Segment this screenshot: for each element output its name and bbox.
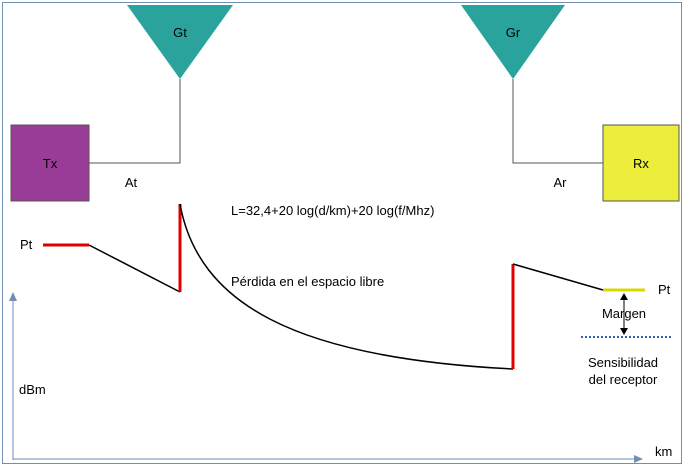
y-axis-arrow: [9, 292, 17, 301]
x-axis-arrow: [634, 455, 643, 463]
free-space-loss-curve: [179, 203, 514, 370]
rx-antenna-label: Gr: [506, 25, 521, 40]
rx-antenna: [461, 5, 565, 79]
margin-arrow-head-down: [620, 328, 628, 335]
link-budget-diagram: Tx Gt At Rx Gr Ar L=32,4+20 log(d/km)+20…: [9, 5, 680, 463]
tx-box: [10, 124, 90, 202]
sensitivity-label-line-1: Sensibilidad: [588, 355, 658, 370]
sensitivity-label-line-2: del receptor: [589, 372, 658, 387]
rx-box-label: Rx: [633, 156, 649, 171]
rx-power-label: Pt: [658, 282, 671, 297]
rx-line-loss-slope: [512, 263, 604, 291]
tx-antenna-label: Gt: [173, 25, 187, 40]
free-space-formula: L=32,4+20 log(d/km)+20 log(f/Mhz): [231, 203, 434, 218]
x-axis-label: km: [655, 444, 672, 459]
free-space-loss-label: Pérdida en el espacio libre: [231, 274, 384, 289]
tx-antenna: [127, 5, 233, 79]
tx-box-label: Tx: [43, 156, 58, 171]
margin-arrow-head-up: [620, 293, 628, 300]
tx-line-loss-slope: [88, 244, 181, 293]
tx-line-loss-label: At: [125, 175, 138, 190]
rx-box: [602, 124, 680, 202]
rx-feed-line: [512, 79, 603, 164]
rx-line-loss-label: Ar: [554, 175, 568, 190]
y-axis-label: dBm: [19, 382, 46, 397]
tx-feed-line: [89, 79, 181, 164]
tx-power-label: Pt: [20, 237, 33, 252]
